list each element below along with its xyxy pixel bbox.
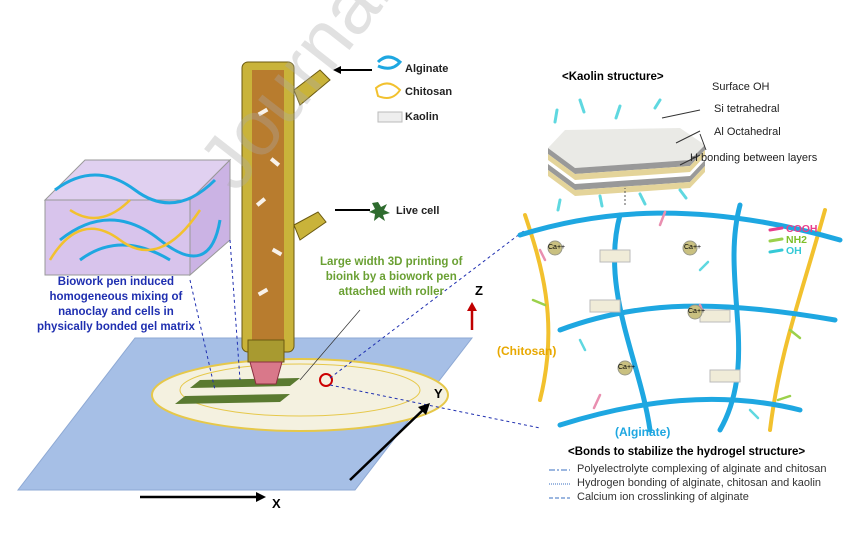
pen-caption: Large width 3D printing of bioink by a b… — [320, 255, 462, 300]
petri-dish — [151, 358, 449, 432]
label-live-cell: Live cell — [396, 205, 440, 217]
label-chitosan: Chitosan — [405, 86, 453, 98]
matrix-caption-line: Biowork pen induced — [57, 276, 175, 288]
axis-label-z: Z — [475, 283, 483, 298]
kaolin-label: Surface OH — [712, 81, 770, 93]
kaolin-label: Si tetrahedral — [714, 103, 780, 115]
bond-item: Polyelectrolyte complexing of alginate a… — [577, 463, 827, 475]
legend-cooh: COOH — [786, 223, 818, 235]
network-legend-swatches — [768, 226, 784, 254]
pen-roller-tip — [249, 361, 283, 385]
pen-caption-line: bioink by a biowork pen — [325, 271, 457, 283]
kaolin-structure — [548, 98, 707, 212]
matrix-caption-line: homogeneous mixing of — [49, 291, 183, 303]
pen-caption-line: Large width 3D printing of — [320, 256, 463, 268]
zoom-marker — [319, 373, 333, 387]
matrix-caption: Biowork pen induced homogeneous mixing o… — [37, 275, 195, 335]
ion-label: Ca++ — [688, 308, 706, 315]
bonds-title: <Bonds to stabilize the hydrogel structu… — [568, 446, 806, 458]
ion-label: Ca++ — [548, 244, 566, 251]
alginate-label: (Alginate) — [615, 425, 671, 439]
chitosan-label: (Chitosan) — [497, 344, 557, 358]
kaolin-title: <Kaolin structure> — [562, 71, 664, 83]
biowork-pen — [241, 61, 331, 385]
y-axis-arrow — [349, 407, 426, 481]
kaolin-label: Al Octahedral — [714, 126, 781, 138]
hydrogel-network — [517, 202, 843, 433]
live-cell-icon — [369, 202, 390, 221]
bond-item: Hydrogen bonding of alginate, chitosan a… — [577, 477, 822, 489]
ion-label: Ca++ — [618, 364, 636, 371]
bond-item: Calcium ion crosslinking of alginate — [577, 491, 749, 503]
axis-label-x: X — [272, 496, 281, 511]
matrix-caption-line: nanoclay and cells in — [58, 306, 174, 318]
matrix-caption-line: physically bonded gel matrix — [37, 321, 195, 333]
label-kaolin: Kaolin — [405, 111, 439, 123]
gel-matrix-cube — [43, 158, 232, 277]
kaolin-label: H bonding between layers — [690, 152, 818, 164]
pen-caption-line: attached with roller — [338, 286, 444, 298]
axis-label-y: Y — [434, 386, 443, 401]
label-alginate: Alginate — [405, 63, 449, 75]
legend-nh2: NH2 — [786, 234, 808, 246]
legend-oh: OH — [786, 245, 802, 257]
ion-label: Ca++ — [684, 244, 702, 251]
